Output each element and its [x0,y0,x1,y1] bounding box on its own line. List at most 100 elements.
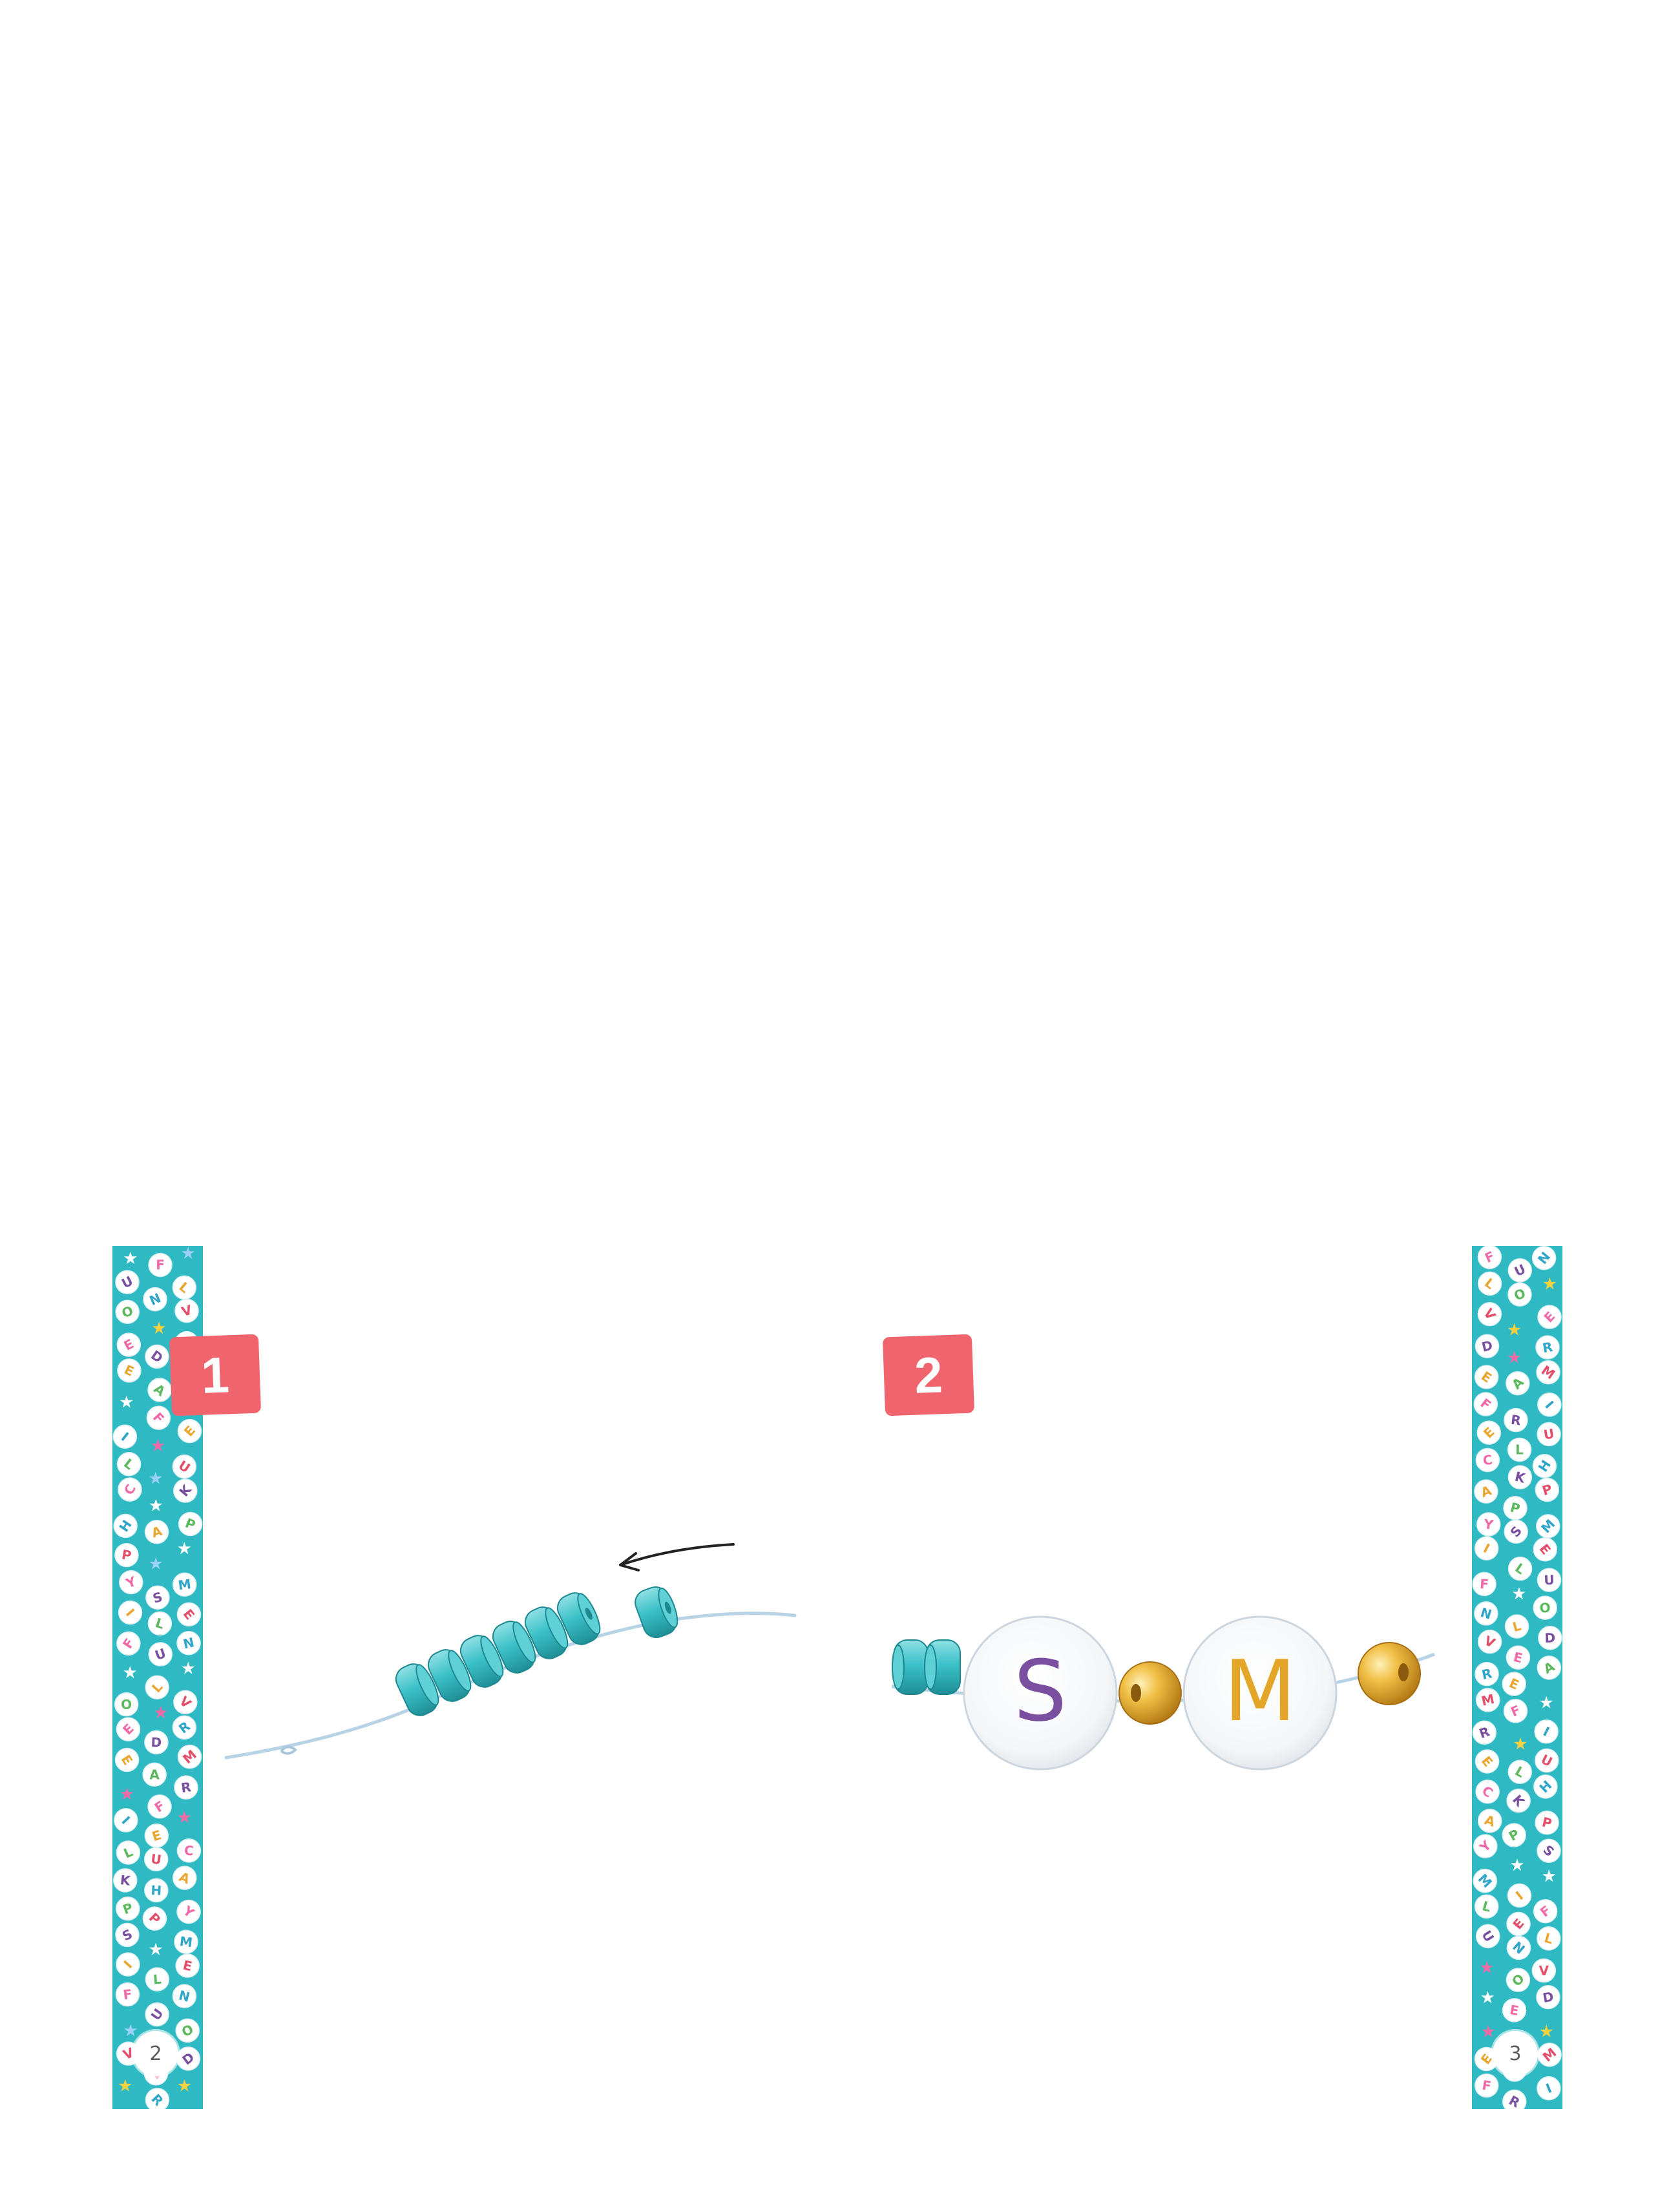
letter-bead-decor-char: V [1538,1962,1549,1978]
letter-bead-decor [1473,1392,1498,1416]
letter-bead-decor [1536,1360,1560,1385]
letter-bead-decor-char: F [156,1257,165,1273]
letter-bead-decor [148,1642,173,1666]
star-icon: ★ [1539,1694,1554,1713]
letter-bead-decor [1506,1645,1531,1670]
string-knot [280,1745,297,1755]
step-2-illustration: S M [891,1615,1435,1771]
letter-bead-decor-char: E [150,1827,163,1844]
letter-bead-decor [115,1922,140,1948]
letter-bead-decor [1502,2089,1527,2109]
letter-bead-decor [1531,1246,1557,1270]
letter-bead-decor [1503,1699,1528,1723]
letter-bead-decor [1507,1465,1533,1489]
letter-bead-decor-char: Y [1482,1516,1495,1533]
letter-bead-decor-char: O [120,1696,132,1712]
letter-bead-decor [1502,1823,1526,1847]
letter-bead-decor [117,1358,142,1383]
star-icon: ★ [1542,1867,1557,1886]
letter-bead-decor [1477,1271,1502,1296]
bead-pattern-left: ★F★UNLO★VEDREAM★FRI★EL★UC★KHAPP★★YSMILEF… [112,1246,203,2109]
letter-bead-decor [1472,1720,1497,1745]
letter-bead-decor [145,1967,170,1992]
letter-bead-decor [1475,1688,1500,1712]
star-icon: ★ [149,1496,163,1515]
letter-bead-decor [1531,1958,1557,1983]
letter-bead-decor-char: K [120,1872,132,1889]
star-icon: ★ [148,1469,163,1488]
letter-bead-decor [115,1299,140,1324]
letter-bead-decor [1507,1556,1533,1581]
letter-bead-decor [1537,1568,1562,1592]
letter-bead-decor [1504,1407,1528,1433]
letter-bead-decor [1506,1968,1531,1992]
letter-bead-decor [1477,1629,1502,1654]
letter-bead-decor [145,1344,169,1369]
letter-bead-decor [116,1952,140,1977]
letter-bead-decor-char: H [151,1882,162,1898]
letter-bead-decor-char: D [1544,1630,1555,1646]
letter-bead-decor [1537,1838,1561,1863]
letter-bead-decor [1537,2043,1562,2067]
letter-bead-decor [175,1953,200,1978]
gold-bead-2 [1358,1642,1421,1705]
letter-bead-decor-char: L [1511,1618,1523,1635]
letter-bead-decor-char: P [1540,1814,1553,1831]
letter-bead-decor-char: F [1479,1576,1489,1592]
letter-bead-decor [116,1332,142,1357]
letter-bead-decor [1537,1926,1561,1951]
letter-bead-decor [145,1675,169,1700]
letter-bead-decor-char: A [149,1767,160,1782]
letter-bead-decor [176,1602,202,1627]
page-number-right: 3 [1493,2031,1538,2076]
star-icon: ★ [120,1785,134,1804]
letter-bead-decor [145,1585,170,1610]
letter-bead-decor [1532,1453,1557,1478]
star-icon: ★ [1480,1988,1495,2008]
letter-bead-decor-char: O [1538,1599,1551,1616]
letter-bead-decor [1533,1595,1557,1620]
letter-bead-decor [174,1775,198,1800]
letter-bead-decor-char: D [1480,1338,1495,1355]
letter-bead-decor [1474,1536,1499,1561]
star-icon: ★ [177,1808,192,1827]
star-icon: ★ [151,1319,166,1338]
letter-bead-decor [118,1477,142,1502]
star-icon: ★ [181,1246,196,1263]
letter-bead-decor [1476,1512,1501,1537]
letter-bead-decor [176,1838,202,1863]
letter-bead-decor [143,1287,167,1312]
letter-bead-decor [174,1929,198,1954]
letter-bead-decor [177,1418,202,1444]
letter-bead-decor-char: E [1512,1649,1524,1666]
letter-bead-decor [1535,1335,1560,1360]
letter-bead-decor [112,1424,138,1449]
letter-bead-decor [119,1570,143,1595]
letter-bead-decor [1535,1477,1560,1502]
letter-bead-decor-char: U [1542,1425,1555,1442]
letter-bead-decor [114,1747,140,1772]
letter-bead-decor [116,1452,142,1477]
letter-bead-decor-char: C [184,1842,194,1858]
star-icon: ★ [123,1249,138,1268]
star-icon: ★ [1507,1320,1522,1340]
letter-bead-decor [114,1808,138,1833]
letter-bead-decor [176,1899,201,1924]
star-icon: ★ [1539,2023,1554,2042]
star-icon: ★ [1479,1959,1494,1978]
letter-bead-decor [1474,2073,1499,2098]
letter-bead-decor [145,2002,169,2027]
star-icon: ★ [148,1940,163,1959]
letter-bead-decor-char: U [1544,1572,1555,1588]
letter-bead-decor [145,2088,170,2109]
letter-bead-decor [114,1692,139,1717]
letter-bead-decor [1533,1537,1558,1562]
letter-bead-decor [118,1600,143,1625]
star-icon: ★ [177,1539,192,1559]
letter-bead-decor [1506,1911,1531,1937]
gold-bead-1 [1118,1661,1182,1725]
letter-bead-decor [176,1631,201,1656]
letter-bead-decor [1507,1437,1532,1462]
letter-bead-decor [1504,1519,1528,1544]
